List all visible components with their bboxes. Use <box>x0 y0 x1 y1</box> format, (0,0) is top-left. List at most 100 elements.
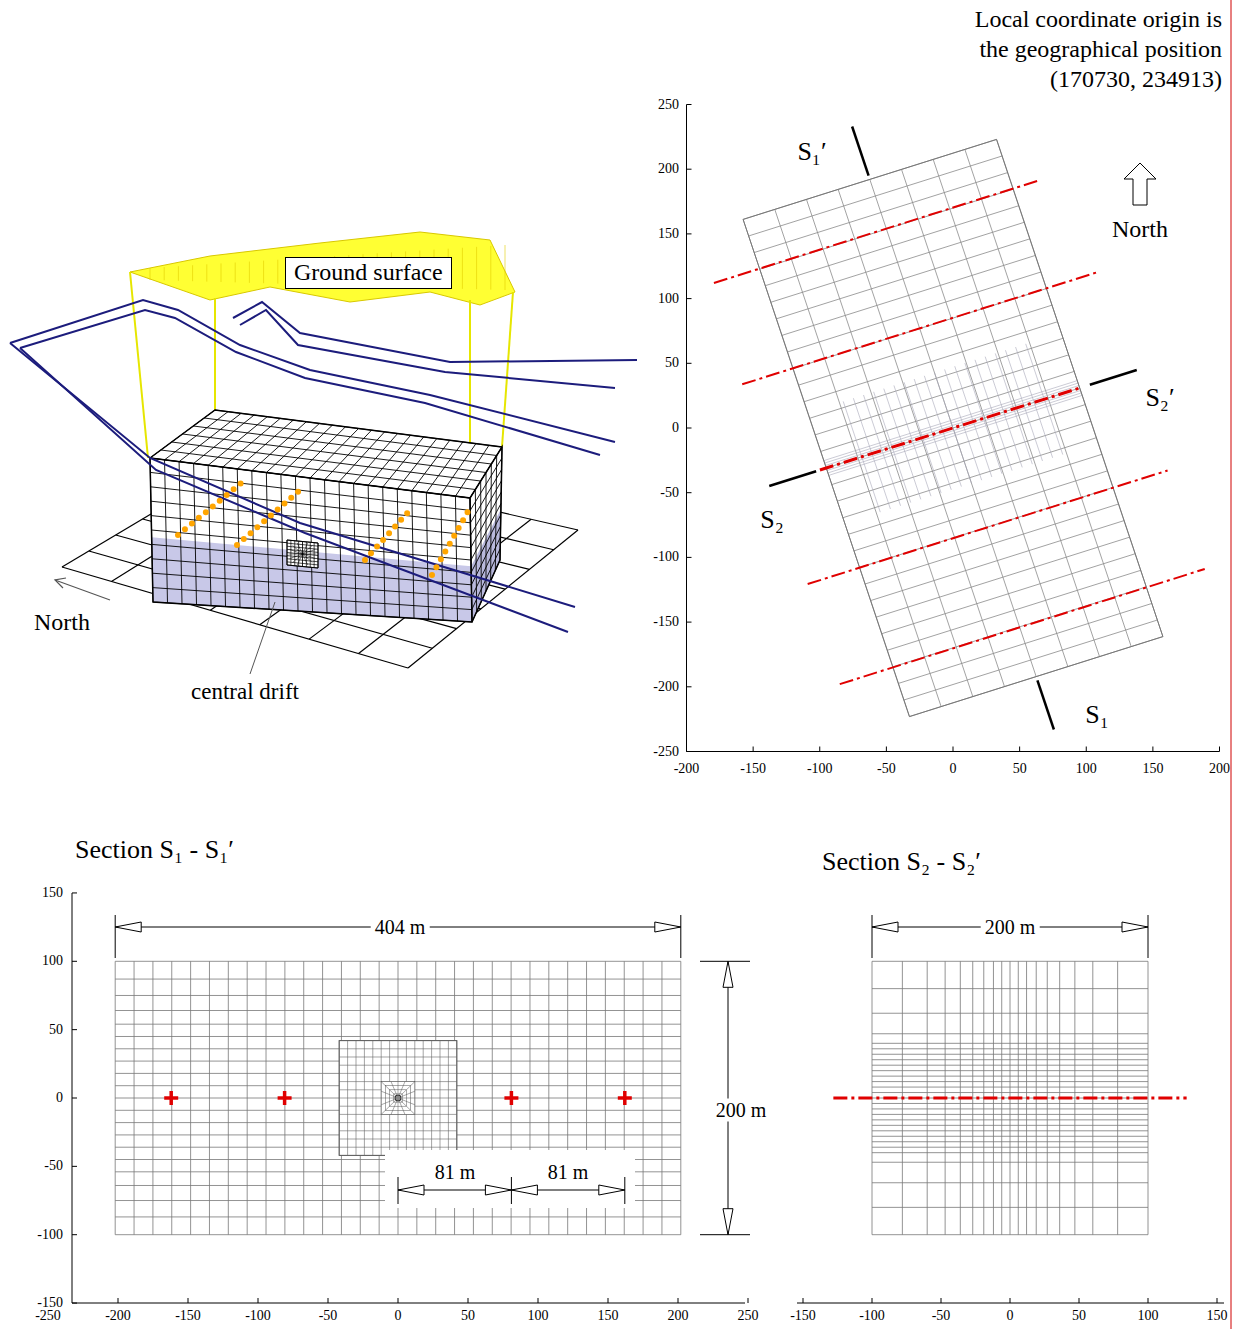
north-label: North <box>34 609 90 637</box>
axis-tick <box>687 104 692 105</box>
section-grid <box>872 1081 1148 1082</box>
dimension-label: 404 m <box>371 916 430 939</box>
axis-tick <box>258 1298 259 1303</box>
plan-grid-fine <box>934 373 971 484</box>
plan-grid <box>854 471 1107 551</box>
surface-hatch <box>249 262 250 283</box>
north-label: North <box>1112 216 1168 244</box>
callout-label: central drift <box>191 679 299 705</box>
plan-grid <box>749 156 1002 236</box>
section-grid <box>872 1065 1148 1066</box>
section-mark <box>1090 370 1137 385</box>
leader-line <box>250 602 275 674</box>
plan-grid <box>787 272 1040 352</box>
section-grid <box>284 961 285 1234</box>
north-arrow <box>55 580 110 600</box>
plan-grid-fine <box>965 363 1002 474</box>
drift-mesh <box>303 554 308 565</box>
extension-line <box>872 915 873 958</box>
mesh-grid <box>204 418 497 456</box>
surface-hatch <box>505 245 506 290</box>
axis-tick-label: -150 <box>653 615 679 629</box>
tunnel-outline <box>20 310 600 455</box>
plan-grid-fine <box>825 386 1078 466</box>
axis-tick-label: -150 <box>175 1309 201 1323</box>
drift-axis-line <box>840 569 1205 684</box>
mesh-grid <box>193 426 491 464</box>
surface-hatch <box>164 267 165 280</box>
drift-radial <box>381 1082 396 1097</box>
drift-radial <box>400 1099 415 1105</box>
dimension-arrowhead <box>1122 922 1148 932</box>
dimension-label: 200 m <box>981 916 1040 939</box>
section-mark <box>852 126 868 175</box>
drift-mesh <box>303 554 317 555</box>
axis-tick-label: -100 <box>37 1228 63 1242</box>
plan-grid <box>887 570 1140 650</box>
axis-tick-label: -250 <box>653 745 679 759</box>
section-grid <box>872 1182 1148 1183</box>
drift-cross <box>510 1091 514 1105</box>
borehole <box>237 490 300 545</box>
dimension-patch <box>385 1150 635 1208</box>
axis-tick <box>1152 747 1153 752</box>
drift-zone <box>381 1082 415 1115</box>
section-grid <box>872 1087 1148 1088</box>
axis-tick-label: -200 <box>105 1309 131 1323</box>
drift-mesh <box>287 540 318 568</box>
section-title: Section S₁ - S₁′ <box>75 835 234 865</box>
axis-tick-label: 50 <box>1072 1309 1086 1323</box>
axis-tick <box>1148 1298 1149 1303</box>
plan-grid <box>904 620 1157 700</box>
section-s2 <box>797 915 1224 1303</box>
extension-line <box>115 915 116 958</box>
section-grid <box>872 988 1148 989</box>
drift-cross <box>169 1091 173 1105</box>
axis-tick <box>687 622 692 623</box>
drift-radial <box>399 1099 414 1114</box>
label-box: Ground surface <box>285 257 452 289</box>
axis-tick-label: -150 <box>790 1309 816 1323</box>
section-grid <box>872 1092 1148 1093</box>
section-grid <box>872 1054 1148 1055</box>
mesh-grid <box>470 458 502 510</box>
section-grid <box>872 1152 1148 1153</box>
drift-axis-line <box>820 388 1080 470</box>
plan-grid <box>754 173 1007 253</box>
axis-tick-label: -200 <box>653 680 679 694</box>
axis-tick <box>819 747 820 752</box>
section-grid <box>872 1234 1148 1235</box>
axis-tick <box>687 557 692 558</box>
mesh-grid <box>172 442 481 481</box>
axis-tick-label: 200 <box>1209 762 1230 776</box>
axis-tick-label: 250 <box>738 1309 759 1323</box>
plan-grid-fine <box>894 385 931 496</box>
axis-tick-label: 150 <box>42 886 63 900</box>
surface-hatch <box>490 246 491 290</box>
box-text: Ground surface <box>294 259 443 287</box>
refined-zone <box>339 1041 457 1156</box>
section-label: S₁ <box>1085 700 1109 730</box>
north-arrow <box>55 578 66 588</box>
axis-tick-label: -150 <box>37 1296 63 1310</box>
box-side-face <box>470 447 502 622</box>
axis-tick <box>687 169 692 170</box>
extension-line <box>700 961 750 962</box>
axis-tick <box>941 1298 942 1303</box>
plan-view <box>687 105 1220 752</box>
axis-tick-label: 0 <box>950 762 957 776</box>
axis-tick <box>72 1029 77 1030</box>
section-grid <box>872 1207 1148 1208</box>
axis-tick <box>687 492 692 493</box>
axis-tick-label: 250 <box>658 98 679 112</box>
axis-tick <box>687 298 692 299</box>
axis-tick <box>803 1298 804 1303</box>
drift-radial <box>381 1099 396 1114</box>
section-s1 <box>72 893 750 1303</box>
drift-mesh <box>303 554 313 562</box>
section-grid <box>872 1141 1148 1142</box>
drift-axis-line <box>808 471 1168 585</box>
drift-mesh <box>289 554 303 555</box>
dimension-label: 200 m <box>712 1099 771 1122</box>
section-grid <box>872 961 1148 962</box>
